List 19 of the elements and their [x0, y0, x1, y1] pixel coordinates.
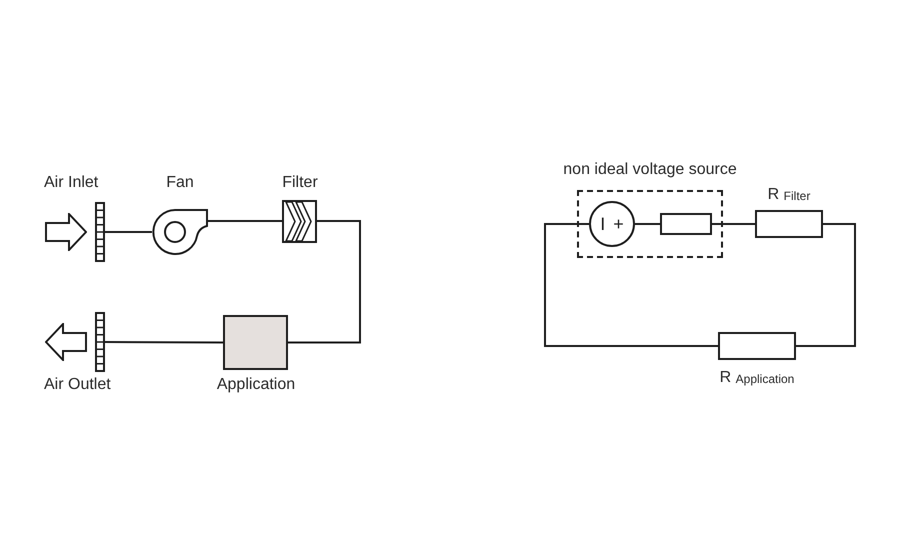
- node-label: Air Inlet: [44, 174, 98, 192]
- wire: [635, 223, 660, 225]
- polarity-label: I +: [600, 214, 624, 234]
- duct-line: [105, 341, 223, 344]
- duct-line: [208, 220, 282, 222]
- voltage-source-symbol: [589, 201, 635, 247]
- node-label: Filter: [282, 174, 318, 192]
- node-label: Fan: [166, 174, 194, 192]
- wire: [544, 223, 718, 347]
- group-label: non ideal voltage source: [563, 161, 737, 179]
- component-label: R $_{Application}$: [720, 369, 794, 387]
- component-label: R $_{Filter}$: [768, 186, 810, 204]
- wire: [712, 223, 755, 225]
- duct-line: [105, 231, 152, 233]
- node-label: Application: [216, 376, 296, 394]
- node-label: Air Outlet: [44, 376, 111, 394]
- wire: [796, 223, 856, 347]
- duct-line: [288, 220, 361, 344]
- resistor-symbol: [660, 213, 712, 235]
